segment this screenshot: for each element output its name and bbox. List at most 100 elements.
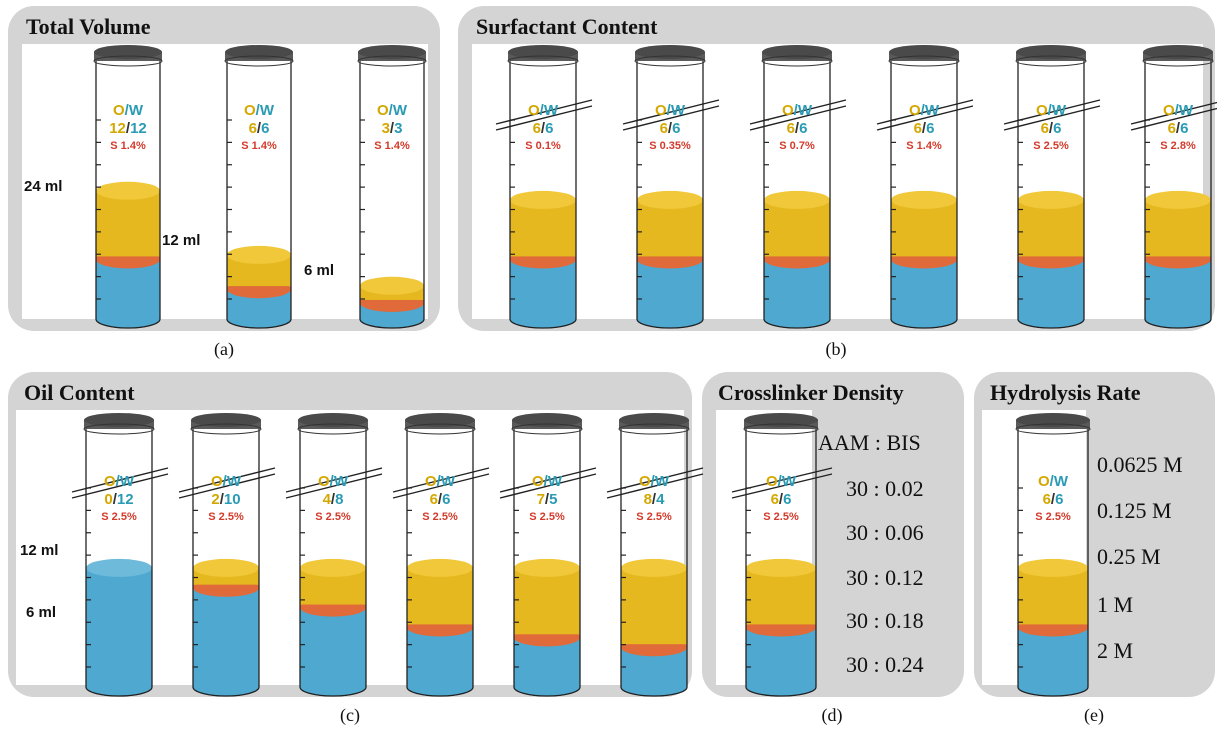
crosslinker-ratio-1: 30 : 0.02 (846, 476, 924, 501)
ratio-label: 6/6 (1043, 491, 1064, 508)
tube-cap (1016, 45, 1086, 59)
ratio-label: 6/6 (533, 120, 554, 137)
surfactant-label: S 2.5% (101, 511, 137, 523)
water-layer (1018, 627, 1088, 687)
water-layer (510, 259, 576, 319)
oil-layer (1018, 567, 1088, 625)
water-layer (96, 259, 160, 319)
surfactant-label: S 0.7% (779, 140, 815, 152)
panel-e-title: Hydrolysis Rate (990, 380, 1141, 405)
tube-cap (508, 45, 578, 59)
tube-cap (84, 413, 154, 427)
ow-label: O/W (1038, 473, 1069, 490)
water-layer (193, 587, 259, 687)
oil-layer (510, 199, 576, 257)
level-label-6ml-a: 6 ml (304, 262, 335, 279)
panel-b-title: Surfactant Content (476, 14, 658, 39)
water-layer (407, 627, 473, 687)
water-layer (746, 627, 816, 687)
hydrolysis-conc-2: 0.125 M (1097, 498, 1172, 523)
tube-cap (1143, 45, 1213, 59)
tube-cap (635, 45, 705, 59)
ow-label: O/W (244, 102, 275, 119)
surfactant-label: S 0.35% (649, 140, 691, 152)
crosslinker-ratio-3: 30 : 0.12 (846, 565, 924, 590)
surfactant-label: S 2.8% (1160, 140, 1196, 152)
tube-cap (191, 413, 261, 427)
surfactant-label: S 2.5% (1033, 140, 1069, 152)
ratio-label: 6/6 (1041, 120, 1062, 137)
ow-label: O/W (532, 473, 563, 490)
ow-label: O/W (113, 102, 144, 119)
hydrolysis-conc-5: 2 M (1097, 638, 1134, 663)
surfactant-label: S 1.4% (241, 140, 277, 152)
tube-cap (358, 45, 426, 59)
caption-c: (c) (340, 705, 360, 725)
surfactant-label: S 2.5% (529, 511, 565, 523)
water-layer (764, 259, 830, 319)
caption-d: (d) (821, 705, 843, 725)
surfactant-label: S 2.5% (315, 511, 351, 523)
caption-a: (a) (214, 339, 234, 359)
surfactant-label: S 1.4% (374, 140, 410, 152)
panel-a-title: Total Volume (26, 14, 151, 39)
oil-layer (764, 199, 830, 257)
ratio-label: 6/6 (787, 120, 808, 137)
ow-label: O/W (104, 473, 135, 490)
surfactant-label: S 2.5% (422, 511, 458, 523)
panel-d-title: Crosslinker Density (718, 380, 904, 405)
ratio-label: 2/10 (211, 491, 240, 508)
water-layer (86, 567, 152, 687)
ratio-label: 6/6 (430, 491, 451, 508)
oil-layer (891, 199, 957, 257)
ratio-label: 4/8 (323, 491, 344, 508)
oil-layer (96, 190, 160, 257)
hydrolysis-conc-4: 1 M (1097, 592, 1134, 617)
tube-cap (619, 413, 689, 427)
surfactant-label: S 2.5% (208, 511, 244, 523)
ratio-label: 6/6 (1168, 120, 1189, 137)
crosslinker-ratio-2: 30 : 0.06 (846, 520, 924, 545)
ratio-label: 6/6 (771, 491, 792, 508)
ratio-label: 6/6 (914, 120, 935, 137)
ow-label: O/W (639, 473, 670, 490)
oil-layer (621, 567, 687, 645)
tube-cap (512, 413, 582, 427)
water-layer (1018, 259, 1084, 319)
crosslinker-header: AAM : BIS (818, 430, 921, 455)
ratio-label: 6/6 (660, 120, 681, 137)
ow-label: O/W (782, 102, 813, 119)
oil-layer (637, 199, 703, 257)
tube-cap (94, 45, 162, 59)
ow-label: O/W (318, 473, 349, 490)
crosslinker-ratio-5: 30 : 0.24 (846, 652, 924, 677)
ratio-label: 7/5 (537, 491, 558, 508)
tube-cap (298, 413, 368, 427)
surfactant-label: S 1.4% (906, 140, 942, 152)
ow-label: O/W (425, 473, 456, 490)
level-label-24ml: 24 ml (24, 178, 63, 195)
ow-label: O/W (1163, 102, 1194, 119)
caption-e: (e) (1084, 705, 1104, 725)
ratio-label: 8/4 (644, 491, 666, 508)
surfactant-label: S 2.5% (1035, 511, 1071, 523)
oil-layer (1145, 199, 1211, 257)
tube-cap (762, 45, 832, 59)
surfactant-label: S 0.1% (525, 140, 561, 152)
water-layer (637, 259, 703, 319)
ow-label: O/W (766, 473, 797, 490)
